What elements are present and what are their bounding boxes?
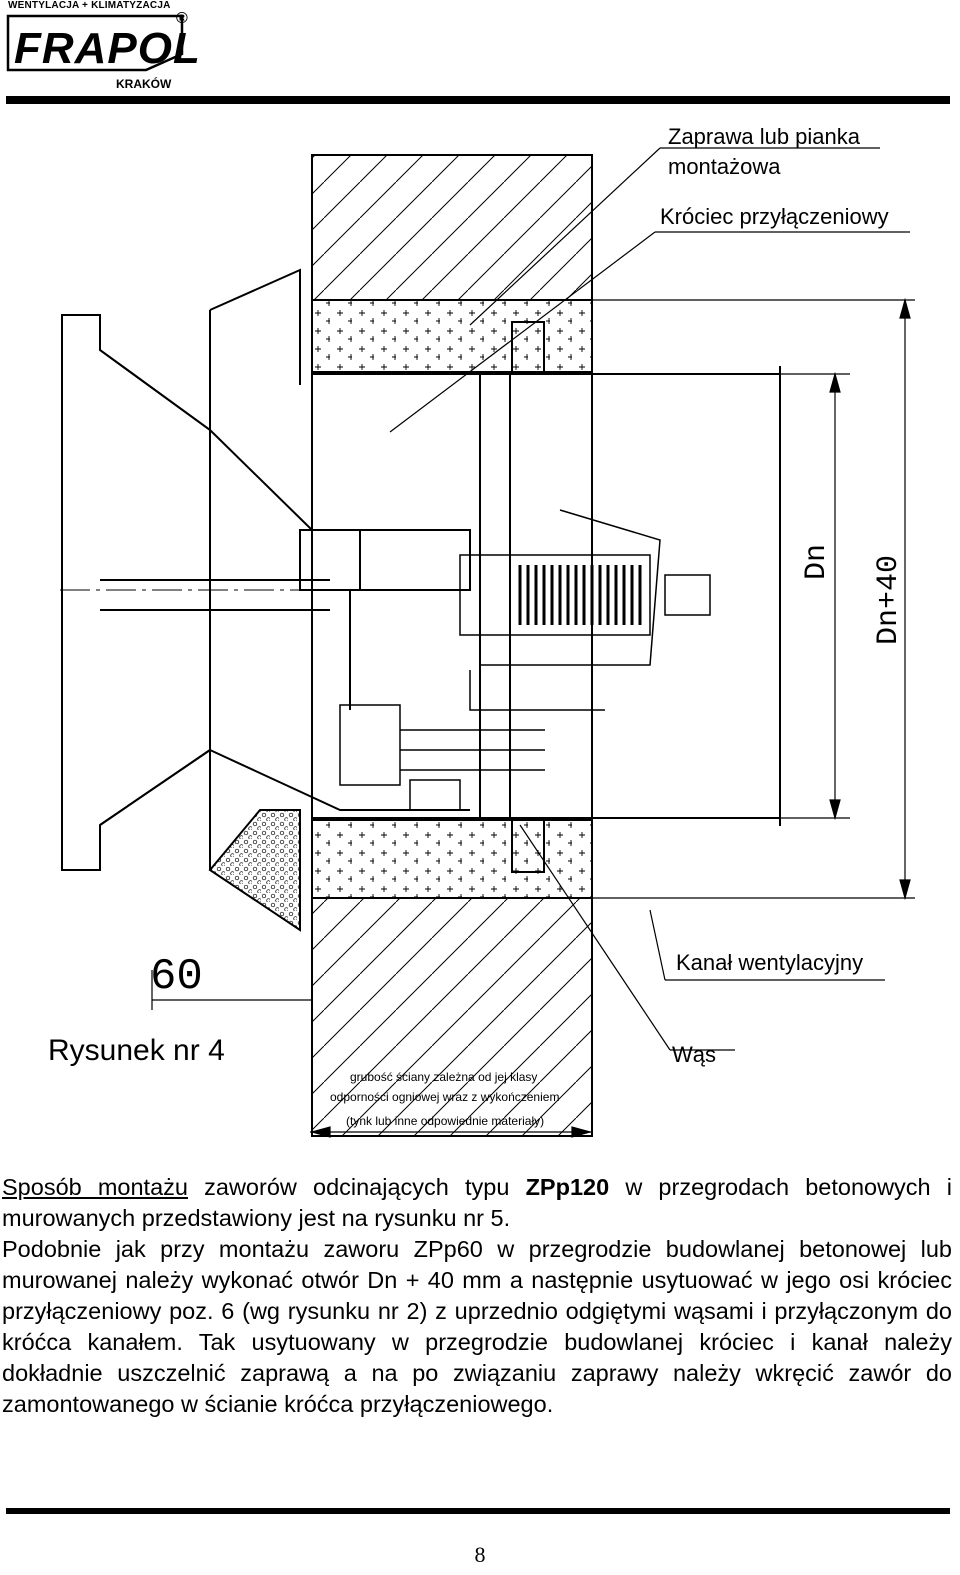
dimension-60: 60 <box>150 952 203 1002</box>
actuator <box>339 704 545 811</box>
header-rule <box>6 96 950 104</box>
logo-city: KRAKÓW <box>116 77 172 91</box>
wall-section <box>311 154 593 1137</box>
figure-title: Rysunek nr 4 <box>48 1034 225 1067</box>
spring-mechanism <box>459 509 711 711</box>
logo-frame <box>6 14 184 72</box>
body-text: Sposób montażu zaworów odcinających typu… <box>2 1172 952 1420</box>
company-logo: WENTYLACJA + KLIMATYZACJA FRAPOL ® KRAKÓ… <box>0 0 200 92</box>
paragraph-1-c: w przegrodach betonowych i murowanych pr… <box>2 1174 952 1231</box>
wall-note-line1: grubość ściany zależna od jej klasy <box>350 1070 538 1084</box>
dimension-dn-plus-40: Dn+40 <box>872 554 906 645</box>
label-whisker: Wąs <box>672 1042 716 1067</box>
label-ventilation-duct: Kanał wentylacyjny <box>676 950 864 975</box>
paragraph-1-model: ZPp120 <box>525 1174 610 1200</box>
label-mortar-line1: Zaprawa lub pianka <box>668 124 861 149</box>
paragraph-1-lead: Sposób montażu <box>2 1174 188 1200</box>
valve-body <box>60 268 471 932</box>
paragraph-2: Podobnie jak przy montażu zaworu ZPp60 w… <box>2 1236 952 1417</box>
wall-note-line2: odporności ogniowej wraz z wykończeniem <box>330 1090 560 1104</box>
paragraph-1: Sposób montażu zaworów odcinających typu… <box>2 1172 952 1234</box>
paragraph-1-a: zaworów odcinających typu <box>187 1174 526 1200</box>
installation-drawing <box>60 147 915 1138</box>
label-connector-stub: Króciec przyłączeniowy <box>660 204 889 229</box>
label-mortar-line2: montażowa <box>668 154 781 179</box>
dimension-lines <box>151 297 915 1138</box>
duct-stub <box>312 321 781 873</box>
dimension-dn: Dn <box>800 543 834 580</box>
logo-wordmark: FRAPOL <box>14 24 201 73</box>
wall-note-line3: (tynk lub inne odpowiednie materiały) <box>346 1114 545 1128</box>
logo-tagline: WENTYLACJA + KLIMATYZACJA <box>8 0 171 11</box>
logo-registered-mark: ® <box>176 10 188 27</box>
leader-lines <box>389 147 910 1051</box>
footer-rule <box>6 1508 950 1514</box>
page-number: 8 <box>474 1542 486 1567</box>
